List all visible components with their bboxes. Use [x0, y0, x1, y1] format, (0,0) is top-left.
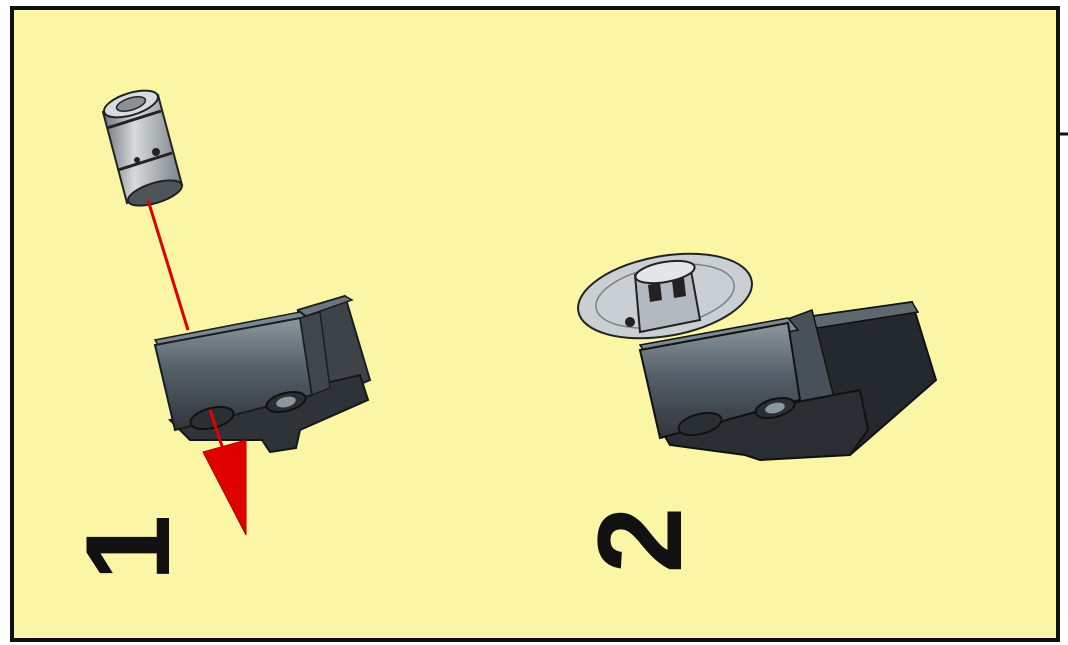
step-1-number: 1 [61, 515, 195, 582]
step-2-number: 2 [573, 507, 707, 574]
